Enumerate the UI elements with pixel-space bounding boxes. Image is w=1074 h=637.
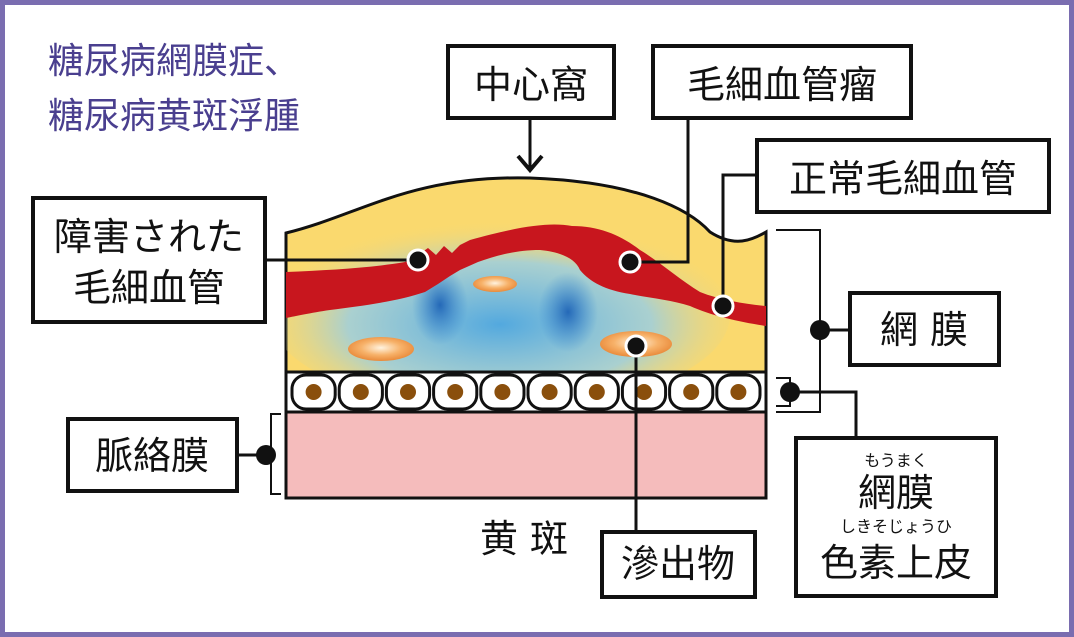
fovea-label: 中心窩 xyxy=(474,63,588,107)
retina-label: 網 膜 xyxy=(880,308,968,352)
retina-label-box xyxy=(848,291,1001,367)
rpe-label-line-1: 網膜 xyxy=(858,471,934,515)
choroid-layer xyxy=(284,408,768,500)
damaged-capillary-dot xyxy=(406,248,430,272)
normal-capillary-leader xyxy=(721,173,757,306)
rpe-label-box xyxy=(794,436,998,598)
damaged-capillary-label-line-2: 毛細血管 xyxy=(73,266,225,310)
rpe-label-line-2: 色素上皮 xyxy=(820,541,972,585)
rpe-dot xyxy=(780,382,800,402)
rpe-cell-nucleus xyxy=(730,384,747,400)
rpe-cell-nucleus xyxy=(636,384,652,400)
microaneurysm-label-box xyxy=(651,44,913,120)
exudate-dot xyxy=(624,334,648,358)
title-line-1: 糖尿病網膜症、 xyxy=(48,41,300,82)
fovea-label-box xyxy=(446,44,616,120)
microaneurysm-label: 毛細血管瘤 xyxy=(687,63,877,107)
rpe-cell-nucleus xyxy=(447,384,464,400)
retina-dot xyxy=(810,320,830,340)
exudate xyxy=(348,337,414,361)
rpe-cell-layer xyxy=(284,370,768,414)
rpe-cell-nucleus xyxy=(683,384,700,400)
choroid-label-box xyxy=(66,417,239,493)
rpe-cell-nucleus xyxy=(352,384,369,400)
normal-capillary-dot xyxy=(711,294,735,318)
rpe-cell-nucleus xyxy=(541,384,558,400)
exudate xyxy=(473,276,517,292)
choroid-dot xyxy=(256,445,276,465)
rpe-cell-nucleus xyxy=(400,384,416,400)
damaged-capillary-label-box xyxy=(31,196,267,324)
macula-label: 黄 斑 xyxy=(480,517,568,561)
leakage-plume xyxy=(538,272,598,352)
rpe-leader xyxy=(790,390,858,438)
title-line-2: 糖尿病黄斑浮腫 xyxy=(48,96,300,137)
rpe-cell-nucleus xyxy=(494,384,511,400)
rpe-cell-nucleus xyxy=(305,384,322,400)
microaneurysm-leader xyxy=(630,118,690,264)
rpe-label-ruby-2: しきそじょうひ xyxy=(840,517,952,536)
damaged-capillary-label-line-1: 障害された xyxy=(54,215,244,259)
exudate-label-box xyxy=(600,530,757,599)
choroid-label: 脈絡膜 xyxy=(95,434,209,478)
fovea-arrowhead xyxy=(516,154,544,174)
exudate-label: 滲出物 xyxy=(621,542,735,586)
normal-capillary-label: 正常毛細血管 xyxy=(789,157,1017,201)
rpe-label-ruby-1: もうまく xyxy=(864,451,928,470)
microaneurysm-dot xyxy=(618,250,642,274)
rpe-cell-nucleus xyxy=(588,384,605,400)
normal-capillary-label-box xyxy=(755,138,1051,214)
